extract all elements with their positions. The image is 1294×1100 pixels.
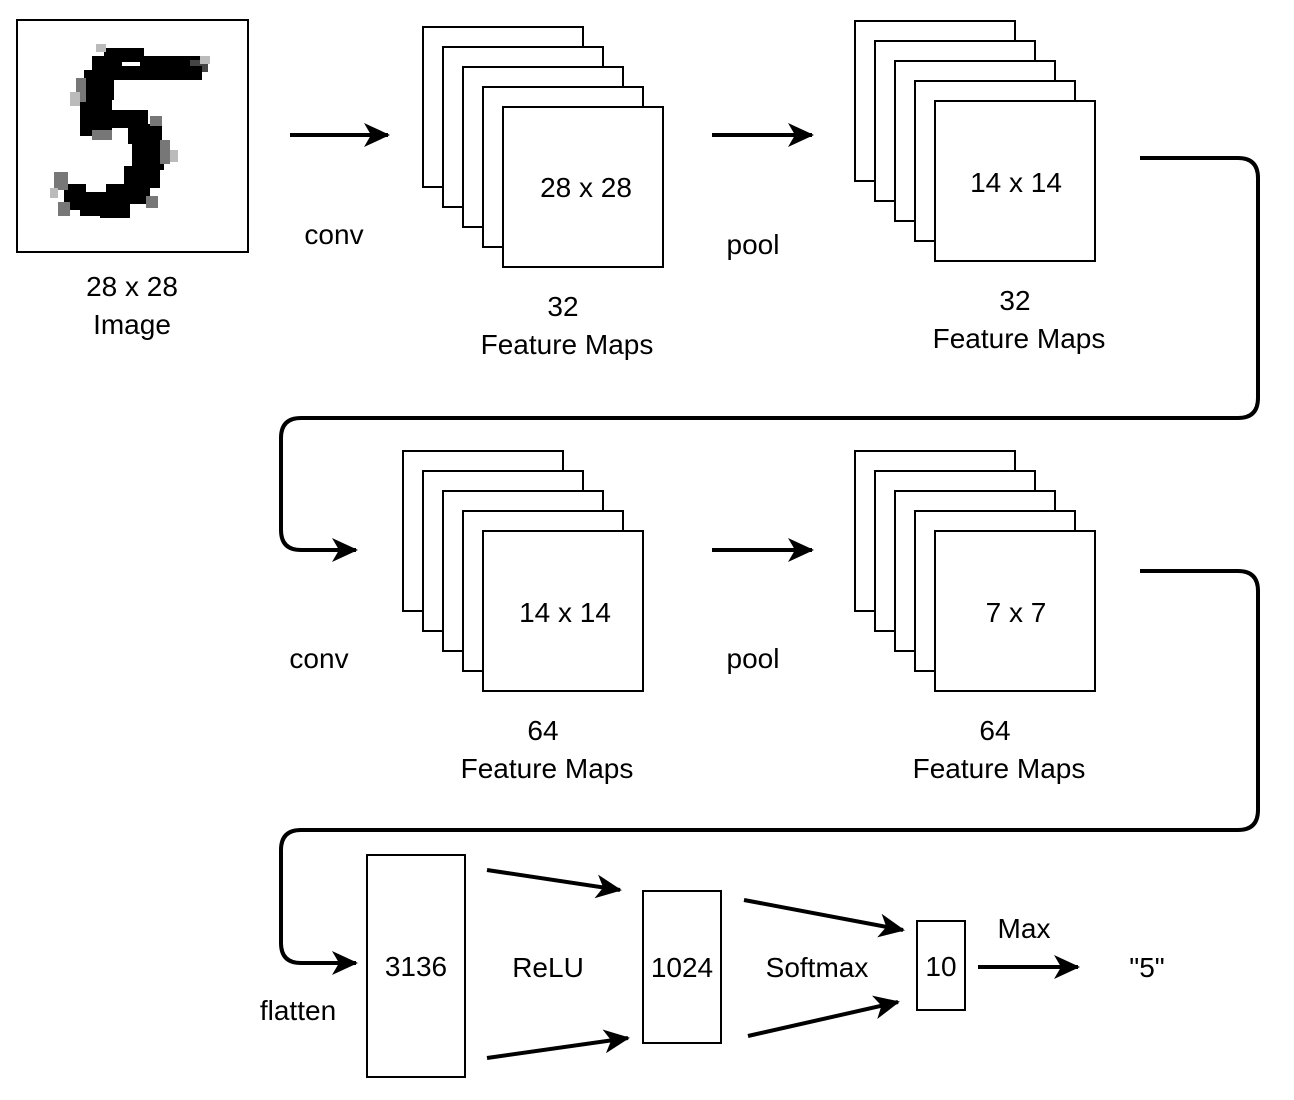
feature-map-stack-4: 7 x 7 64 Feature Maps (854, 450, 1096, 784)
digit-five-image: 5 (50, 44, 210, 218)
stage2-count: 32 (999, 285, 1030, 316)
flatten-label: flatten (260, 995, 336, 1026)
output-layer: 10 (916, 920, 966, 1011)
flatten-layer-size: 3136 (385, 951, 447, 982)
relu-arrow-bottom (486, 1029, 630, 1060)
pool2-label: pool (727, 643, 780, 674)
stage4-caption: Feature Maps (913, 753, 1086, 784)
stage1-caption: Feature Maps (481, 329, 654, 360)
relu-arrow-top (486, 868, 622, 899)
flatten-layer: 3136 (366, 854, 466, 1078)
input-size-label: 28 x 28 (86, 271, 178, 302)
row1-to-row2-connector (279, 156, 1260, 562)
softmax-arrow-bottom (747, 995, 900, 1038)
conv2-label: conv (289, 643, 348, 674)
row2-to-row3-connector (279, 569, 1260, 975)
stage4-size-label: 7 x 7 (986, 597, 1047, 628)
stage1-size-label: 28 x 28 (540, 172, 632, 203)
feature-map-stack-3: 14 x 14 64 Feature Maps (402, 450, 644, 784)
dense-layer-size: 1024 (651, 952, 713, 983)
stage2-caption: Feature Maps (933, 323, 1106, 354)
feature-map-stack-1: 28 x 28 32 Feature Maps (422, 26, 664, 360)
relu-label: ReLU (512, 952, 584, 983)
dense-layer: 1024 (642, 890, 722, 1044)
softmax-arrow-top (743, 898, 905, 938)
input-image: 5 28 x 28 Image (16, 19, 249, 340)
feature-map-stack-2: 14 x 14 32 Feature Maps (854, 20, 1106, 354)
pool1-label: pool (727, 229, 780, 260)
stage3-caption: Feature Maps (461, 753, 634, 784)
stage3-count: 64 (527, 715, 558, 746)
max-label: Max (998, 913, 1051, 944)
stage3-size-label: 14 x 14 (519, 597, 611, 628)
stage4-count: 64 (979, 715, 1010, 746)
softmax-label: Softmax (766, 952, 869, 983)
conv1-label: conv (304, 219, 363, 250)
input-caption: Image (93, 309, 171, 340)
output-layer-size: 10 (925, 951, 956, 982)
stage2-size-label: 14 x 14 (970, 167, 1062, 198)
stage1-count: 32 (547, 291, 578, 322)
prediction-label: "5" (1129, 952, 1164, 983)
